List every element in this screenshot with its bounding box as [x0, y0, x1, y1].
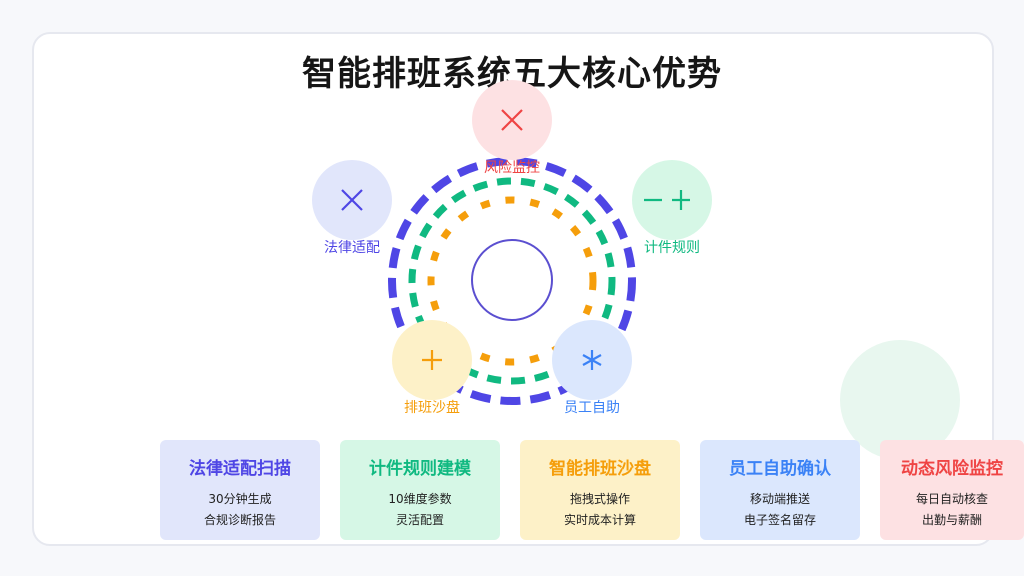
- feature-title: 员工自助确认: [729, 459, 831, 479]
- feature-line: 出勤与薪酬: [921, 513, 982, 527]
- node-risk-monitor: [472, 80, 552, 160]
- feature-card-risk: 动态风险监控 每日自动核查 出勤与薪酬: [880, 440, 1024, 540]
- minus-plus-icon: [644, 190, 690, 210]
- feature-line: 30分钟生成: [208, 492, 272, 506]
- feature-card-sandbox: 智能排班沙盘 拖拽式操作 实时成本计算: [520, 440, 680, 540]
- close-icon: [341, 189, 363, 211]
- feature-line: 实时成本计算: [563, 513, 636, 527]
- center-circle: [471, 239, 553, 321]
- middle-ring: [408, 177, 616, 385]
- feature-title: 计件规则建模: [369, 459, 471, 479]
- asterisk-icon: [582, 350, 602, 370]
- node-label-risk: 风险监控: [484, 160, 540, 176]
- plus-icon: [422, 350, 442, 370]
- feature-line: 拖拽式操作: [569, 492, 630, 506]
- feature-card-legal: 法律适配扫描 30分钟生成 合规诊断报告: [160, 440, 320, 540]
- node-label-legal: 法律适配: [324, 240, 380, 256]
- node-sandbox: [392, 320, 472, 400]
- feature-line: 合规诊断报告: [203, 513, 276, 527]
- node-legal: [312, 160, 392, 240]
- node-piece-rules: [632, 160, 712, 240]
- node-label-sandbox: 排班沙盘: [404, 400, 460, 416]
- feature-title: 智能排班沙盘: [549, 459, 651, 479]
- node-self-service: [552, 320, 632, 400]
- node-label-self-service: 员工自助: [564, 400, 620, 416]
- close-icon: [501, 109, 523, 131]
- feature-line: 电子签名留存: [743, 513, 816, 527]
- feature-line: 每日自动核查: [915, 492, 988, 506]
- inner-ring: [427, 196, 597, 366]
- feature-card-self-service: 员工自助确认 移动端推送 电子签名留存: [700, 440, 860, 540]
- feature-title: 法律适配扫描: [189, 459, 291, 479]
- feature-line: 移动端推送: [749, 492, 810, 506]
- feature-card-piece: 计件规则建模 10维度参数 灵活配置: [340, 440, 500, 540]
- feature-title: 动态风险监控: [901, 459, 1003, 479]
- feature-line: 10维度参数: [388, 492, 452, 506]
- outer-ring: [388, 157, 636, 405]
- feature-line: 灵活配置: [395, 513, 444, 527]
- node-label-piece: 计件规则: [644, 240, 700, 256]
